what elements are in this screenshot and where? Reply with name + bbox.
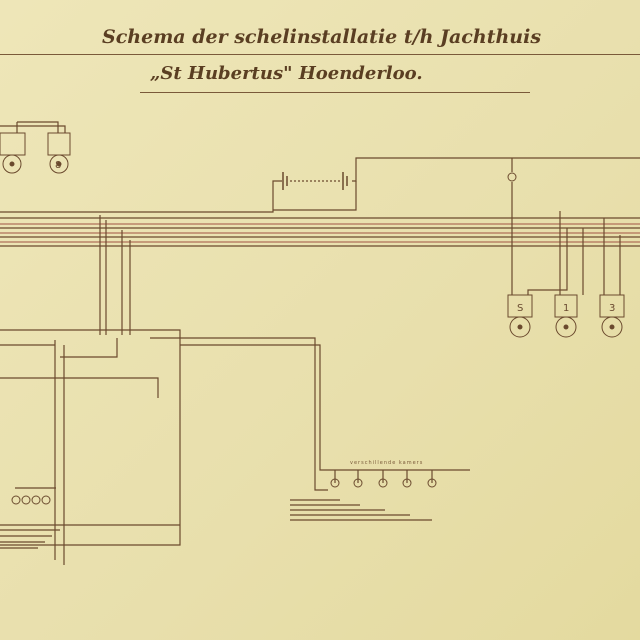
bell-number: 3 xyxy=(609,303,615,314)
bell-top-left-1 xyxy=(0,132,26,174)
bell-right-3 xyxy=(599,294,625,338)
bell-right-2 xyxy=(554,294,578,338)
title-rule xyxy=(140,92,530,93)
bottom-group-label: verschillende kamers xyxy=(350,460,423,466)
battery-icon xyxy=(282,172,348,190)
drawing-title-line2: „St Hubertus" Hoenderloo. xyxy=(150,63,423,84)
battery-circuit xyxy=(0,157,640,213)
push-buttons-bottom xyxy=(11,478,437,505)
bell-right-1 xyxy=(507,294,533,338)
bell-top-left-2 xyxy=(47,132,71,174)
bell-number: 8 xyxy=(55,160,61,171)
main-bus-lines xyxy=(0,217,640,247)
bell-number: S xyxy=(517,303,523,314)
bell-number: 1 xyxy=(563,303,569,314)
drawing-title-line1: Schema der schelinstallatie t/h Jachthui… xyxy=(102,26,542,48)
push-button-right xyxy=(507,172,517,182)
title-rule xyxy=(0,54,640,55)
